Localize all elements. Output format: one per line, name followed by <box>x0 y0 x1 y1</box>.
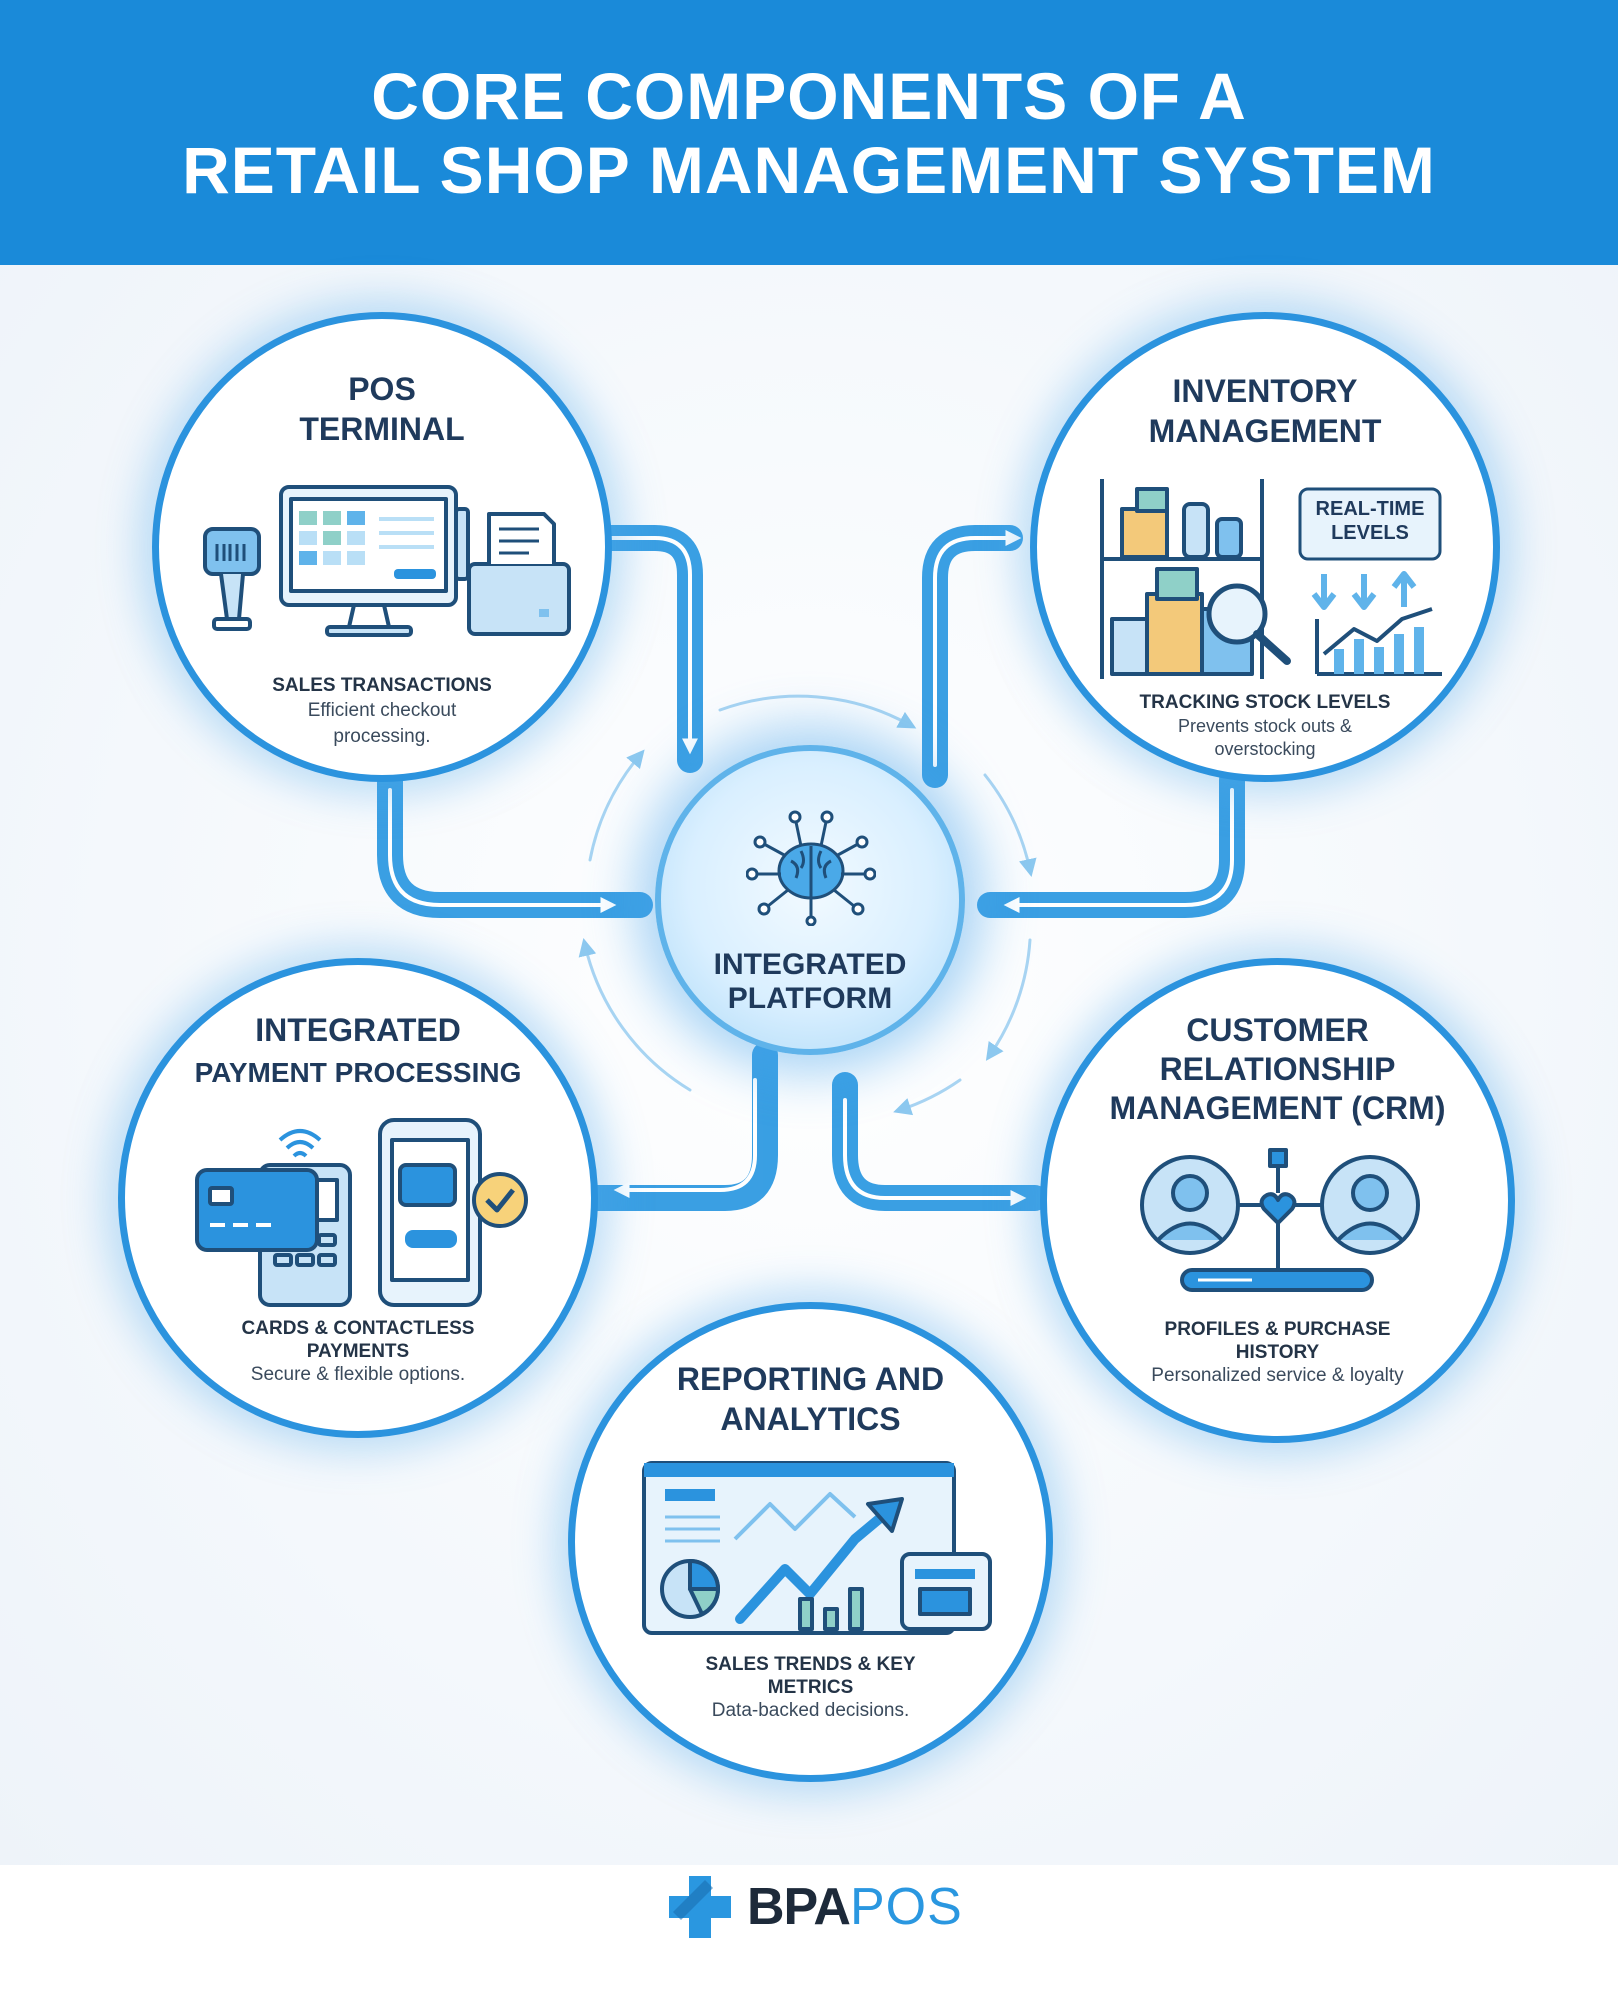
pos-terminal-icon <box>203 485 571 637</box>
analytics-dashboard-icon <box>642 1461 992 1635</box>
crm-desc: Personalized service & loyalty <box>1151 1365 1404 1386</box>
path-pos-loop <box>377 767 653 918</box>
path-inv-loop <box>977 767 1245 918</box>
logo-text-bpa: BPA <box>747 1878 851 1936</box>
page-title-line1: CORE COMPONENTS OF A <box>371 58 1247 133</box>
inventory-desc-line2: overstocking <box>1214 739 1316 759</box>
pos-title-line2: TERMINAL <box>299 411 465 447</box>
brain-circuit-icon <box>746 810 876 926</box>
crm-subtitle-line1: PROFILES & PURCHASE <box>1164 1319 1391 1340</box>
center-label-line1: INTEGRATED <box>713 948 907 981</box>
footer <box>0 1865 1618 1999</box>
path-pos-down <box>587 525 703 773</box>
pos-subtitle: SALES TRANSACTIONS <box>272 675 492 696</box>
reporting-subtitle-line1: SALES TRENDS & KEY <box>705 1654 916 1675</box>
inventory-title-line2: MANAGEMENT <box>1148 413 1382 449</box>
reporting-subtitle-line2: METRICS <box>767 1677 854 1698</box>
inventory-title-line1: INVENTORY <box>1172 373 1358 409</box>
pos-desc-line2: processing. <box>333 726 431 747</box>
payment-subtitle-line2: PAYMENTS <box>306 1341 410 1362</box>
brand-logo: BPA POS <box>665 1872 963 1942</box>
crm-title-line3: MANAGEMENT (CRM) <box>1109 1090 1446 1126</box>
cross-logo-icon <box>669 1876 731 1938</box>
node-payment-processing: INTEGRATED PAYMENT PROCESSING CARDS & CO… <box>118 958 598 1438</box>
pos-title-line1: POS <box>348 371 416 407</box>
reporting-title-line2: ANALYTICS <box>720 1401 901 1437</box>
payment-desc: Secure & flexible options. <box>250 1364 466 1385</box>
realtime-badge-line1: REAL-TIME <box>1315 498 1425 520</box>
path-inv-down <box>922 525 1023 788</box>
path-crm <box>832 1072 1048 1211</box>
logo-text-pos: POS <box>849 1878 963 1936</box>
page-title-line2: RETAIL SHOP MANAGEMENT SYSTEM <box>182 132 1436 207</box>
node-crm: CUSTOMER RELATIONSHIP MANAGEMENT (CRM) P… <box>1040 958 1515 1443</box>
reporting-title-line1: REPORTING AND <box>676 1361 945 1397</box>
header-banner: CORE COMPONENTS OF A RETAIL SHOP MANAGEM… <box>0 0 1618 265</box>
payment-subtitle-line1: CARDS & CONTACTLESS <box>241 1318 475 1339</box>
center-label-line2: PLATFORM <box>727 982 893 1015</box>
node-inventory-management: INVENTORY MANAGEMENT <box>1030 312 1500 782</box>
realtime-badge-line2: LEVELS <box>1331 522 1409 544</box>
card-terminal-phone-icon <box>195 1118 528 1307</box>
inventory-subtitle: TRACKING STOCK LEVELS <box>1139 692 1391 713</box>
warehouse-shelf-icon <box>1100 479 1442 679</box>
node-reporting-analytics: REPORTING AND ANALYTICS SALES TRENDS & K… <box>568 1302 1053 1782</box>
payment-title-line1: INTEGRATED <box>255 1012 461 1048</box>
path-pay <box>577 1042 778 1211</box>
inventory-desc-line1: Prevents stock outs & <box>1177 716 1353 736</box>
crm-subtitle-line2: HISTORY <box>1235 1342 1320 1363</box>
node-pos-terminal: POS TERMINAL <box>152 312 612 782</box>
realtime-badge: REAL-TIME LEVELS <box>1300 497 1440 545</box>
crm-title-line2: RELATIONSHIP <box>1159 1051 1396 1087</box>
payment-title-line2: PAYMENT PROCESSING <box>194 1057 522 1088</box>
integrated-platform-hub: INTEGRATED PLATFORM <box>655 745 965 1055</box>
pos-desc-line1: Efficient checkout <box>307 700 457 721</box>
customer-profiles-icon <box>1140 1148 1420 1292</box>
reporting-desc: Data-backed decisions. <box>711 1700 910 1721</box>
crm-title-line1: CUSTOMER <box>1186 1012 1369 1048</box>
